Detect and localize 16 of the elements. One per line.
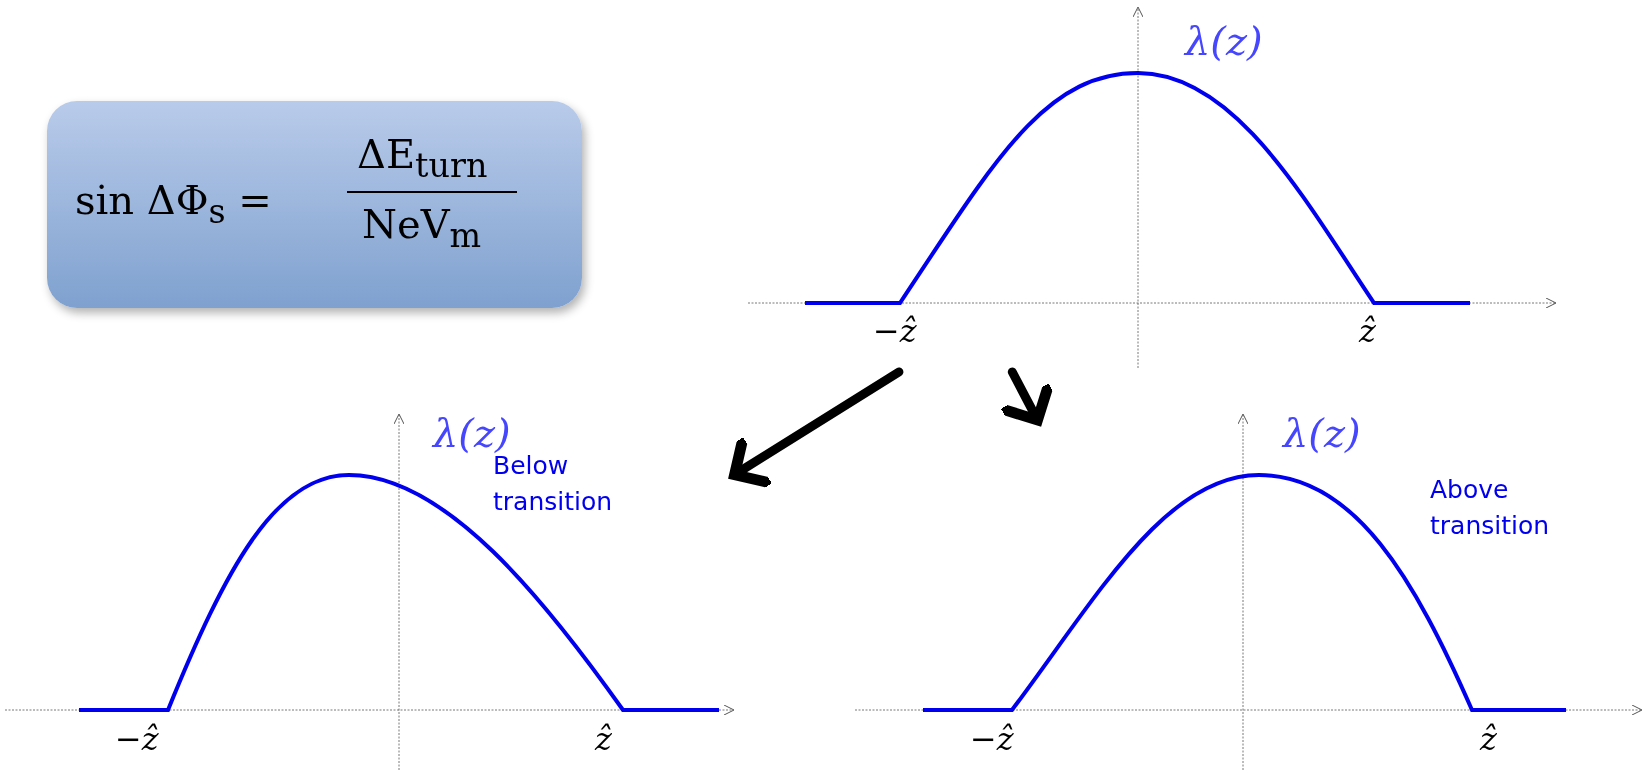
fraction-denominator: NeV$_{m}$: [362, 201, 482, 255]
tick-label: −ẑ: [970, 720, 1014, 758]
formula-box: [47, 101, 582, 308]
fraction-numerator: ΔE$_{turn}$: [357, 131, 488, 185]
tick-label: ẑ: [595, 720, 612, 758]
formula-text: sin ΔΦ$_{s}$ =: [75, 177, 272, 231]
arrow: [999, 367, 1054, 426]
annotation-text: Above transition: [1430, 474, 1551, 543]
tick-label: −ẑ: [873, 312, 917, 350]
axis-label: λ(z): [1283, 410, 1361, 456]
tick-label: −ẑ: [115, 720, 159, 758]
axis-label: λ(z): [1185, 18, 1263, 64]
tick-label: ẑ: [1480, 720, 1497, 758]
axis-label: λ(z): [433, 410, 511, 456]
arrow: [729, 367, 904, 488]
tick-label: ẑ: [1359, 312, 1376, 350]
